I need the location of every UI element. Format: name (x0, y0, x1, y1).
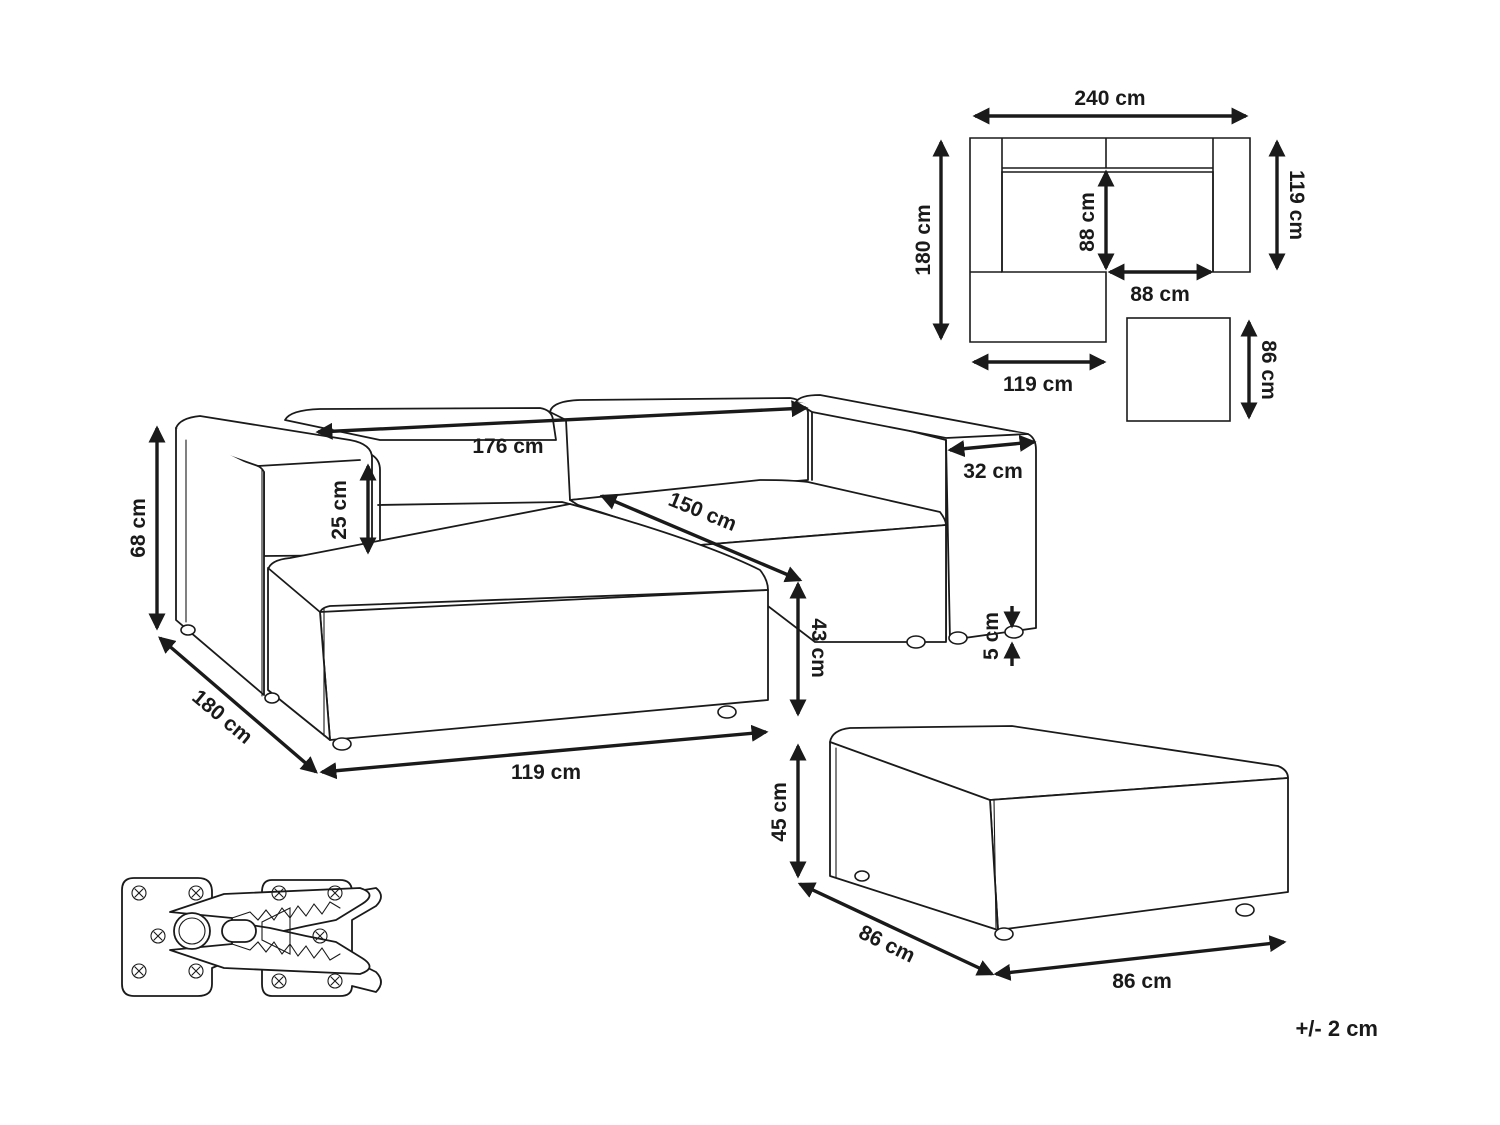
arm-width-label: 32 cm (963, 460, 1023, 483)
ottoman-drawing (829, 725, 1289, 941)
sofa-foot (948, 631, 968, 645)
ottoman-foot (994, 927, 1014, 941)
back-length-arrow (315, 400, 809, 440)
total-height-label: 68 cm (127, 498, 150, 558)
plan-view-drawing (969, 137, 1251, 422)
chaise-width-label: 119 cm (511, 761, 581, 784)
seat-height-label: 43 cm (807, 618, 830, 678)
sofa-foot (906, 635, 926, 649)
ottoman-depth-arrow (797, 882, 995, 976)
ottoman-foot (854, 870, 870, 882)
plan-width-label: 240 cm (1074, 87, 1145, 110)
sofa-foot (332, 737, 352, 751)
plan-inner-width-label: 88 cm (1130, 283, 1190, 306)
sofa-foot (717, 705, 737, 719)
tolerance-note: +/- 2 cm (1295, 1016, 1378, 1041)
back-length-label: 176 cm (472, 435, 543, 458)
module-connector-clip-icon (121, 877, 382, 997)
ottoman-height-label: 45 cm (768, 782, 791, 842)
chaise-width-arrow (319, 724, 769, 780)
sofa-foot (264, 692, 280, 704)
plan-chaise-width-label: 119 cm (1003, 373, 1073, 396)
backrest-height-label: 25 cm (328, 480, 351, 540)
ottoman-foot (1235, 903, 1255, 917)
leg-height-label: 5 cm (980, 612, 1003, 660)
chaise-length-arrow (158, 636, 318, 774)
sofa-foot (1004, 625, 1024, 639)
ottoman-depth-label: 86 cm (855, 921, 919, 968)
plan-ottoman-label: 86 cm (1257, 340, 1280, 400)
plan-depth-right-label: 119 cm (1285, 170, 1308, 240)
plan-depth-left-label: 180 cm (912, 204, 935, 275)
seat-depth-arrow (599, 493, 803, 583)
plan-inner-depth-label: 88 cm (1076, 192, 1099, 252)
sofa-perspective-drawing (175, 394, 1037, 751)
sofa-foot (180, 624, 196, 636)
ottoman-width-label: 86 cm (1112, 970, 1172, 993)
arm-width-arrow (947, 434, 1037, 458)
ottoman-width-arrow (993, 935, 1287, 981)
chaise-length-label: 180 cm (188, 685, 257, 748)
